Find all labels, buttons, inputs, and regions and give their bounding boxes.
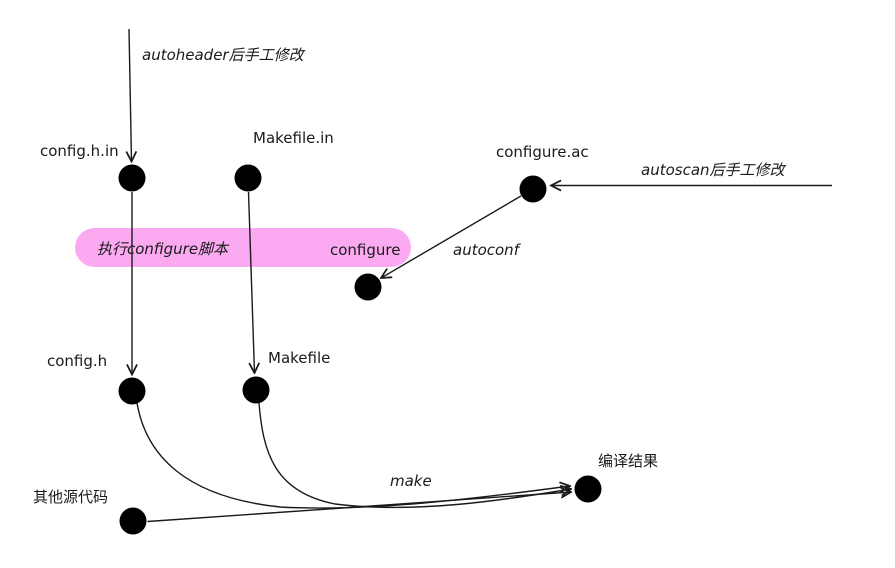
edge-make-makefile-to-build-result (258, 402, 571, 509)
node-other-sources (119, 507, 147, 535)
label-makefile-in: Makefile.in (253, 129, 334, 147)
edge-label-autoscan: autoscan后手工修改 (641, 161, 785, 179)
edge-make-other-sources-to-build-result (147, 492, 572, 523)
edge-label-run-configure: 执行configure脚本 (97, 240, 229, 258)
node-makefile (242, 376, 270, 404)
node-config-h (118, 377, 146, 405)
edge-make-config-h-to-build-result (136, 402, 570, 509)
edge-label-make: make (390, 472, 432, 490)
edge-label-autoconf: autoconf (453, 241, 519, 259)
label-config-h: config.h (47, 352, 108, 370)
label-configure: configure (330, 241, 401, 259)
edge-makefile-in-to-makefile (247, 191, 255, 373)
edge-label-autoheader: autoheader后手工修改 (142, 46, 304, 64)
node-configure-ac (519, 175, 547, 203)
run-configure-highlight-pill (75, 228, 411, 267)
label-makefile: Makefile (268, 349, 331, 367)
label-config-h-in: config.h.in (40, 142, 119, 160)
edge-autoconf-configure-ac-to-configure (381, 195, 522, 278)
node-config-h-in (118, 164, 146, 192)
node-makefile-in (234, 164, 262, 192)
node-configure (354, 273, 382, 301)
label-build-result: 编译结果 (598, 452, 659, 470)
edge-autoheader-to-config-h-in (129, 28, 132, 162)
label-configure-ac: configure.ac (496, 143, 589, 161)
node-build-result (574, 475, 602, 503)
label-other-sources: 其他源代码 (33, 488, 109, 506)
